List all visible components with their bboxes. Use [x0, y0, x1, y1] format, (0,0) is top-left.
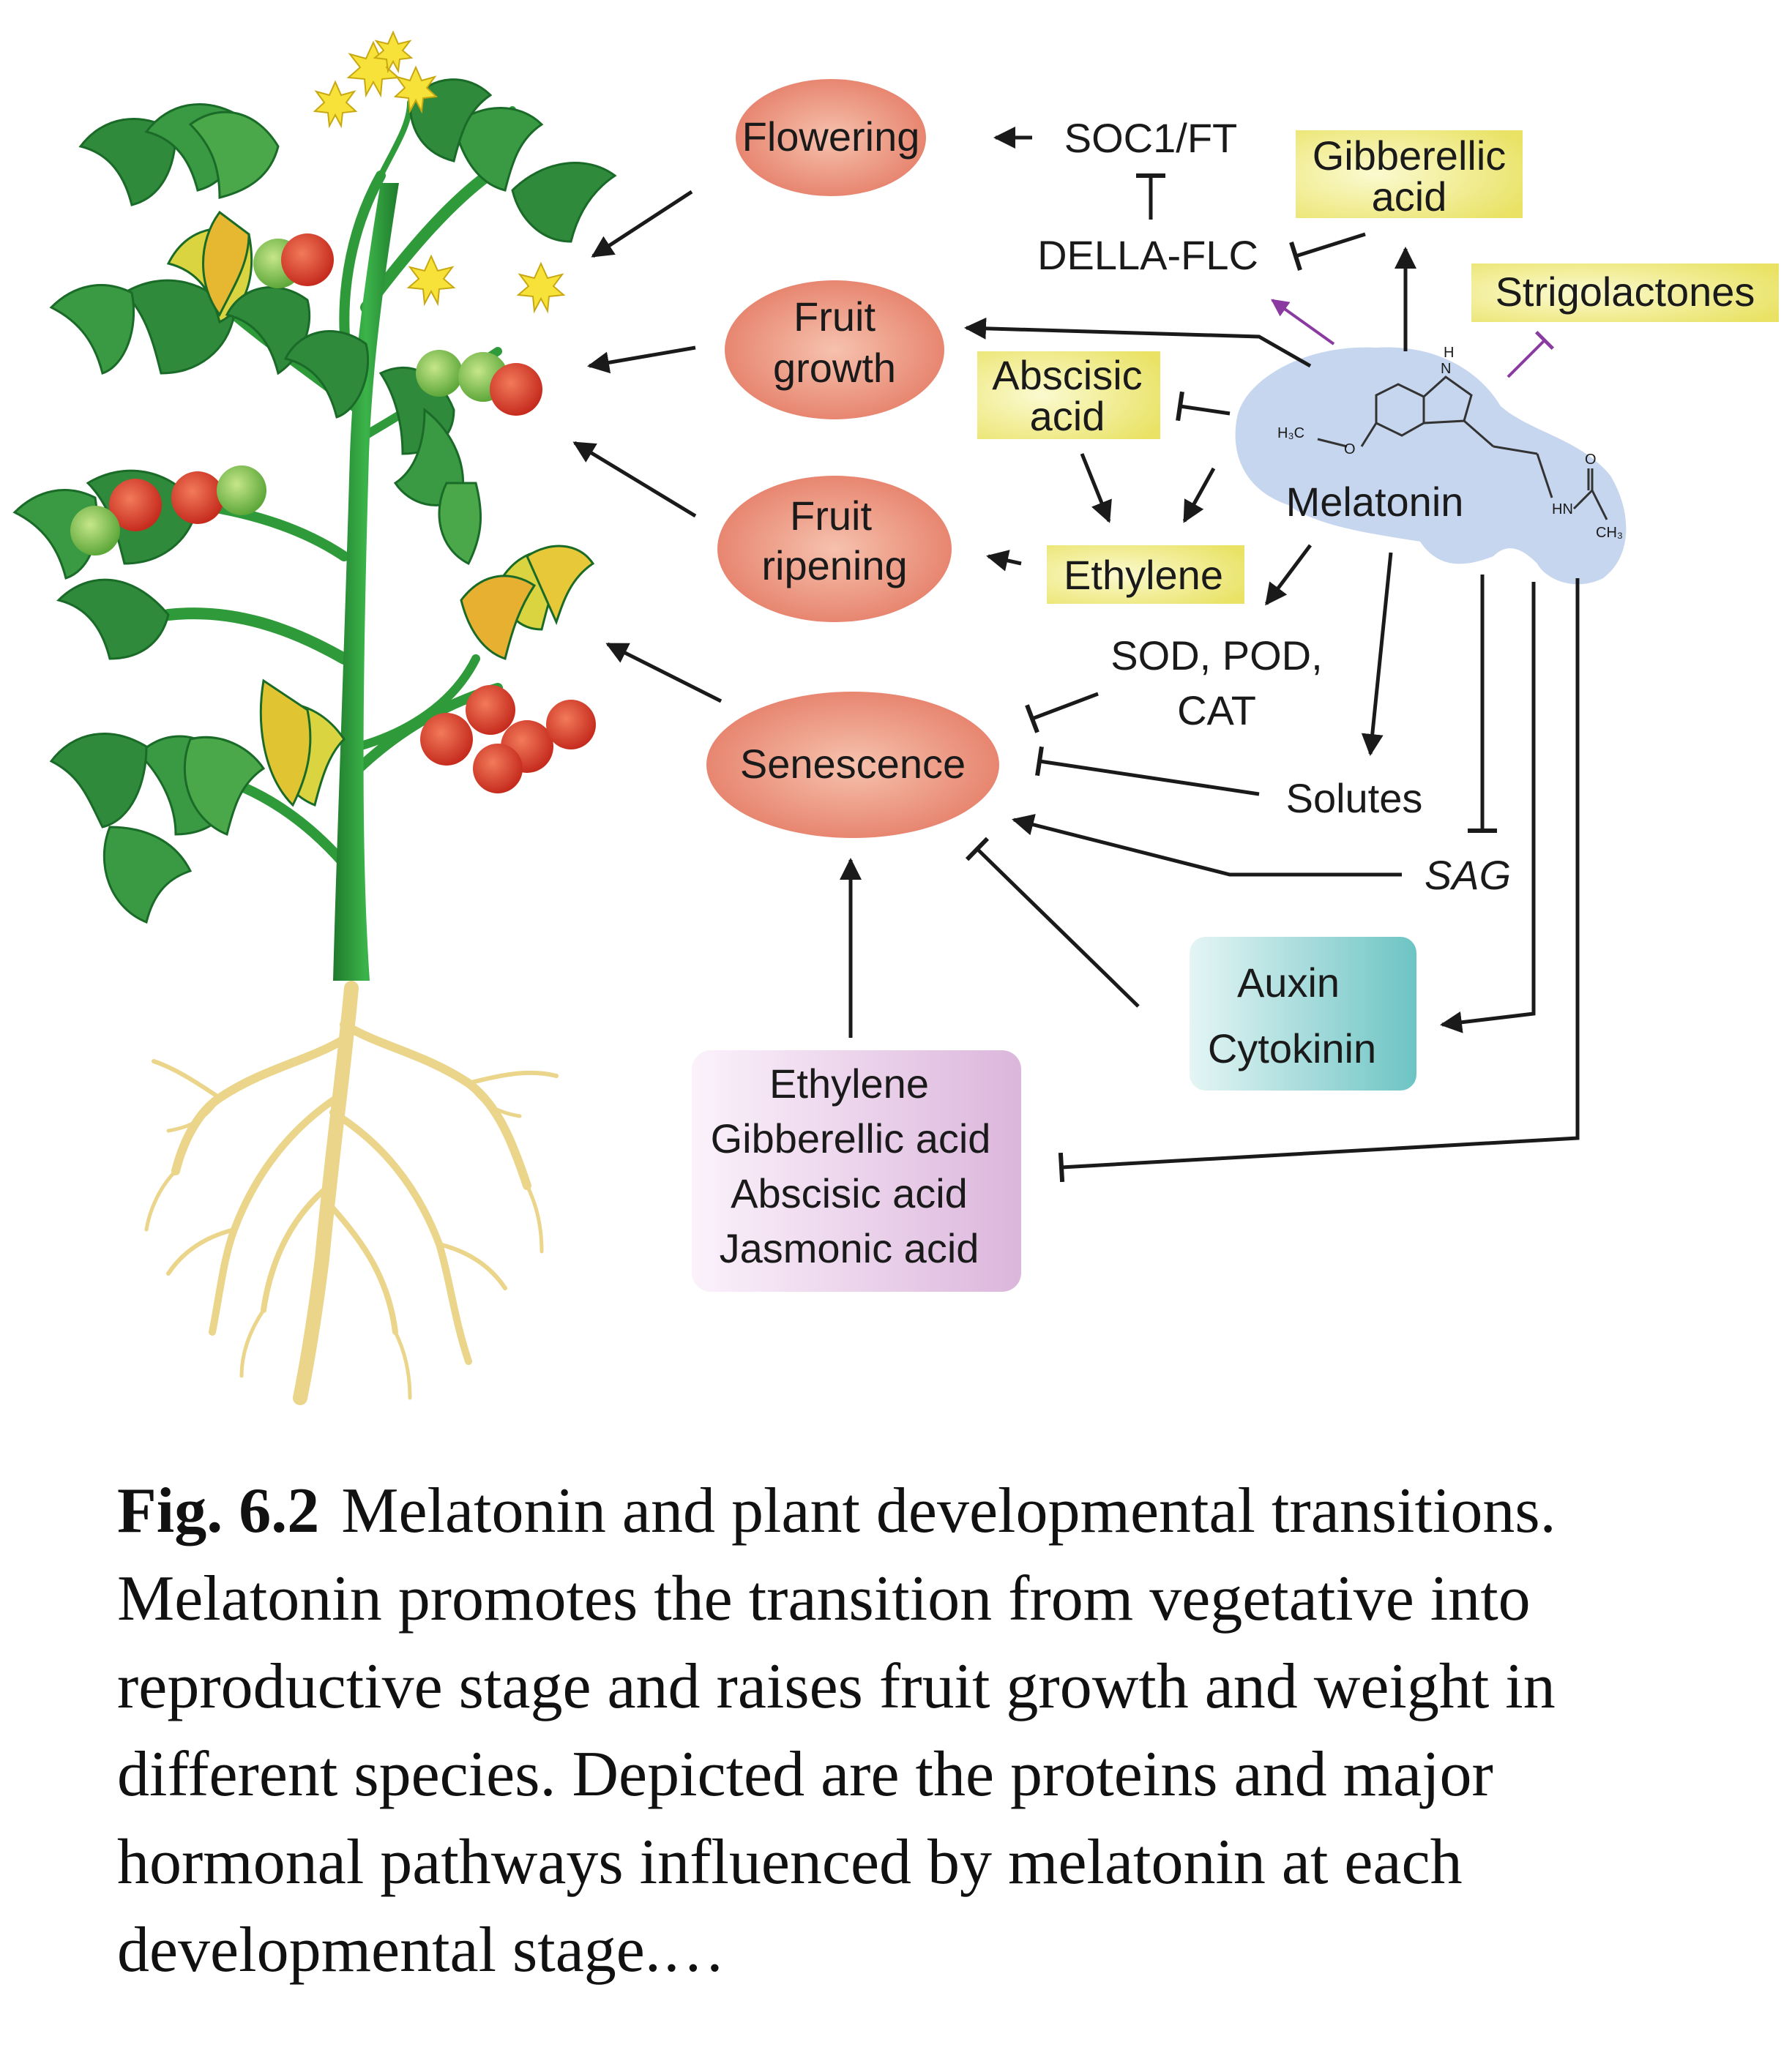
edge-sod-inhibits-senescence [1025, 692, 1099, 733]
hormones-box [692, 1050, 1021, 1292]
caption-text: Melatonin and plant developmental transi… [117, 1475, 1556, 1986]
ethylene-box [1047, 545, 1244, 604]
melatonin-structure [1317, 375, 1608, 520]
plain-labels: SOC1/FT DELLA-FLC Melatonin SOD, POD, CA… [1037, 115, 1511, 898]
diagram-edges [572, 127, 1580, 1183]
atom-nh-ring-n: N [1441, 361, 1451, 377]
fruit-ripening-node [717, 476, 952, 622]
edge-flowering-to-plant [591, 190, 693, 258]
fruit-ripening-label-line1: Fruit [790, 493, 872, 539]
flowering-label: Flowering [742, 113, 920, 160]
atom-nh-ring-h: H [1444, 345, 1454, 361]
edge-melatonin-to-fruit-growth [964, 317, 1312, 368]
fruit-ripening-label-line2: ripening [761, 542, 907, 588]
cat-label: CAT [1177, 687, 1256, 733]
edge-senescence-to-plant [605, 642, 723, 703]
melatonin-diagram: H₃C O H N HN O CH₃ Flowering Fruit growt… [12, 30, 1779, 1405]
melatonin-background [1235, 347, 1627, 585]
fruit-growth-node [725, 280, 944, 419]
atom-o-carbonyl: O [1585, 452, 1597, 468]
edge-sag-to-senescence [1012, 814, 1402, 877]
cytokinin-label: Cytokinin [1208, 1025, 1376, 1071]
soc1-ft-label: SOC1/FT [1064, 115, 1237, 161]
auxin-cytokinin-box [1190, 937, 1416, 1091]
gibberellic-acid-label-line2: acid [1372, 173, 1447, 220]
edge-melatonin-to-sod [1265, 544, 1312, 606]
atom-h3c: H₃C [1277, 425, 1304, 441]
edge-fruit-growth-to-plant [587, 345, 696, 374]
hormones-label-abscisic: Abscisic acid [731, 1170, 968, 1216]
auxin-label: Auxin [1237, 960, 1340, 1006]
solutes-label: Solutes [1286, 775, 1423, 821]
senescence-label: Senescence [740, 741, 966, 787]
edge-melatonin-inhibits-hormones [1058, 578, 1580, 1183]
sod-pod-label: SOD, POD, [1110, 632, 1322, 678]
gibberellic-acid-box [1296, 130, 1523, 218]
atom-hn-amide: HN [1552, 501, 1573, 517]
edge-solutes-inhibits-senescence [1035, 746, 1260, 796]
fruit-growth-label-line2: growth [773, 345, 896, 391]
edge-melatonin-to-solutes [1361, 552, 1393, 756]
hormone-boxes: Gibberellic acid Strigolactones Abscisic… [692, 130, 1779, 1292]
della-flc-label: DELLA-FLC [1037, 232, 1258, 278]
edge-aba-to-ethylene [1080, 453, 1112, 523]
edge-melatonin-to-ethylene [1182, 467, 1216, 523]
plant-stem [333, 183, 399, 981]
strigolactones-box [1471, 263, 1779, 322]
sag-label: SAG [1425, 852, 1511, 898]
flowering-node [736, 79, 926, 196]
gibberellic-acid-label-line1: Gibberellic [1313, 132, 1507, 179]
outcome-nodes: Flowering Fruit growth Fruit ripening Se… [706, 79, 999, 838]
ethylene-label: Ethylene [1064, 552, 1223, 598]
plant-tomatoes [70, 233, 596, 793]
plant-leaves [12, 78, 617, 924]
edge-melatonin-inhibits-aba [1176, 391, 1231, 422]
strigolactones-label: Strigolactones [1496, 269, 1755, 315]
atom-o-ether: O [1344, 441, 1356, 457]
tomato-plant-illustration [12, 30, 617, 1405]
edge-melatonin-to-della [1271, 299, 1335, 345]
edge-ga-inhibits-della [1289, 232, 1366, 271]
edge-melatonin-to-auxin [1440, 582, 1536, 1033]
melatonin-label: Melatonin [1286, 479, 1464, 525]
edge-ethylene-to-ripening [986, 550, 1022, 572]
melatonin-atom-labels: H₃C O H N HN O CH₃ [1277, 345, 1623, 541]
edge-auxin-inhibits-senescence [965, 837, 1140, 1008]
edge-melatonin-inhibits-strigolactones [1507, 330, 1555, 378]
plant-flowers [313, 30, 566, 314]
abscisic-acid-label-line2: acid [1030, 393, 1105, 439]
fruit-growth-label-line1: Fruit [794, 293, 876, 340]
hormones-label-gibberellic: Gibberellic acid [711, 1115, 991, 1162]
edge-fruit-ripening-to-plant [572, 441, 697, 518]
plant-roots [144, 981, 559, 1405]
abscisic-acid-label-line1: Abscisic [992, 352, 1142, 398]
hormones-label-jasmonic: Jasmonic acid [720, 1225, 979, 1271]
abscisic-acid-box [977, 351, 1160, 439]
figure-number: Fig. 6.2 [117, 1475, 320, 1546]
hormones-label-ethylene: Ethylene [769, 1061, 929, 1107]
atom-ch3: CH₃ [1596, 525, 1623, 541]
senescence-node [706, 692, 999, 838]
